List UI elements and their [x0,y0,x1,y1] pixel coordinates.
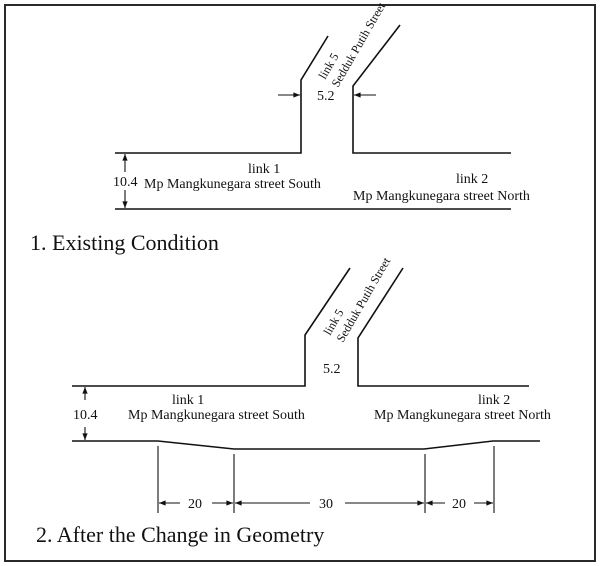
section-title-after-change: 2. After the Change in Geometry [36,522,324,547]
taper-right-label: 20 [452,497,466,512]
main-road-width-label: 10.4 [73,408,98,423]
main-road-top-edge-right [357,267,529,387]
section-after-change: 5.2 link 5 Sedduk Putih Street 10.4 link… [36,254,551,547]
main-road-top-edge-right [352,24,511,154]
link1-street-label: Mp Mangkunegara street South [144,177,321,192]
link5-street-label: Sedduk Putih Street [328,0,388,90]
link1-label: link 1 [172,393,204,408]
main-road-width-label: 10.4 [113,175,138,190]
main-road-top-edge-left [115,35,329,154]
section-existing-condition: 5.2 link 5 Sedduk Putih Street 10.4 link… [30,0,530,255]
link2-street-label: Mp Mangkunegara street North [353,189,530,204]
taper-left-label: 20 [188,497,202,512]
narrowed-section-label: 30 [319,497,333,512]
link2-street-label: Mp Mangkunegara street North [374,408,551,423]
link2-label: link 2 [478,393,510,408]
link1-label: link 1 [248,162,280,177]
figure-frame [4,4,596,562]
side-road-width-label: 5.2 [323,362,341,377]
main-road-top-edge-left [72,267,351,387]
link1-street-label: Mp Mangkunegara street South [128,408,305,423]
side-road-width-label: 5.2 [317,89,335,104]
link5-street-label: Sedduk Putih Street [333,254,393,344]
main-road-bottom-edge-tapered [72,440,540,450]
section-title-existing: 1. Existing Condition [30,230,219,255]
link2-label: link 2 [456,172,488,187]
